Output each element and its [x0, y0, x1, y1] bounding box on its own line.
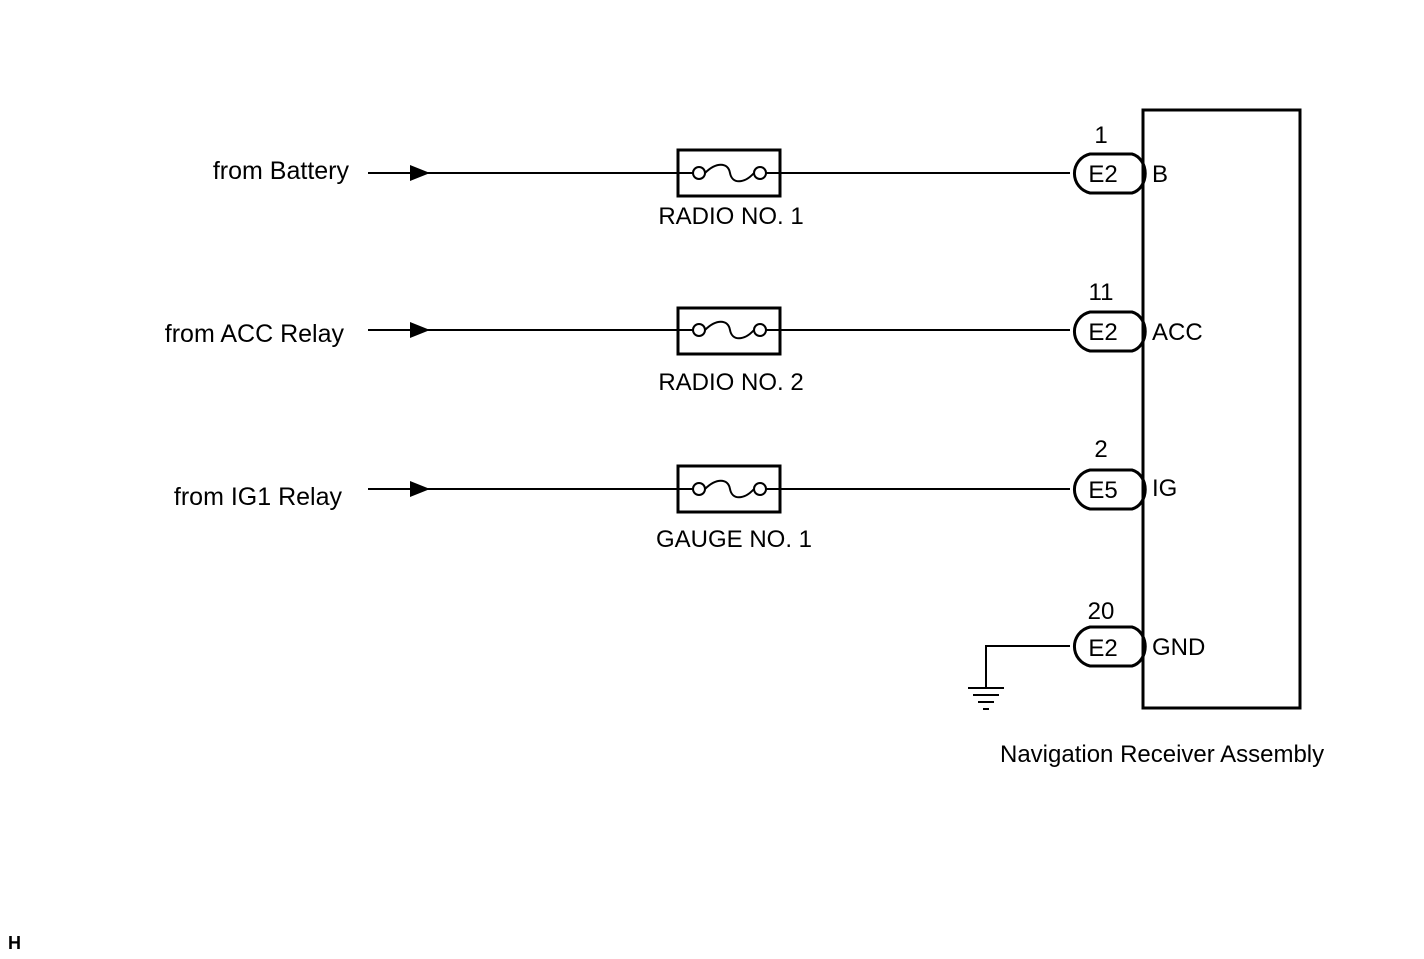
pin-number: 20: [1088, 598, 1115, 625]
connector-code: E5: [1088, 477, 1117, 504]
terminal-label-gnd: GND: [1152, 634, 1205, 661]
fuse-label-radio-no1: RADIO NO. 1: [658, 203, 803, 230]
terminal-label-ig: IG: [1152, 475, 1177, 502]
arrow-icon: [410, 481, 430, 497]
fuse-label-gauge-no1: GAUGE NO. 1: [656, 526, 812, 553]
circuit-row-gnd: 20 E2 GND: [968, 598, 1205, 710]
circuit-row-battery: from Battery RADIO NO. 1 1 E2 B: [213, 122, 1168, 230]
wire-to-ground: [985, 645, 1070, 688]
navigation-receiver-box: [1141, 108, 1302, 710]
source-label-battery: from Battery: [213, 157, 350, 185]
component-label: Navigation Receiver Assembly: [1000, 741, 1324, 768]
pin-number: 11: [1089, 279, 1114, 306]
source-label-acc-relay: from ACC Relay: [165, 320, 345, 348]
connector-code: E2: [1088, 161, 1117, 188]
terminal-label-b: B: [1152, 161, 1168, 188]
fuse-label-radio-no2: RADIO NO. 2: [658, 369, 803, 396]
connector-code: E2: [1088, 635, 1117, 662]
fuse-element-icon: [678, 479, 780, 499]
fuse-element-icon: [678, 163, 780, 183]
arrow-icon: [410, 322, 430, 338]
arrow-icon: [410, 165, 430, 181]
pin-number: 2: [1094, 436, 1107, 463]
connector-code: E2: [1088, 319, 1117, 346]
pin-number: 1: [1094, 122, 1107, 149]
circuit-row-acc: from ACC Relay RADIO NO. 2 11 E2 ACC: [165, 279, 1203, 396]
source-label-ig1-relay: from IG1 Relay: [174, 483, 343, 511]
terminal-label-acc: ACC: [1152, 319, 1203, 346]
ground-icon: [968, 687, 1004, 710]
fuse-element-icon: [678, 320, 780, 340]
corner-mark: H: [8, 933, 21, 953]
circuit-row-ig: from IG1 Relay GAUGE NO. 1 2 E5 IG: [174, 436, 1177, 553]
